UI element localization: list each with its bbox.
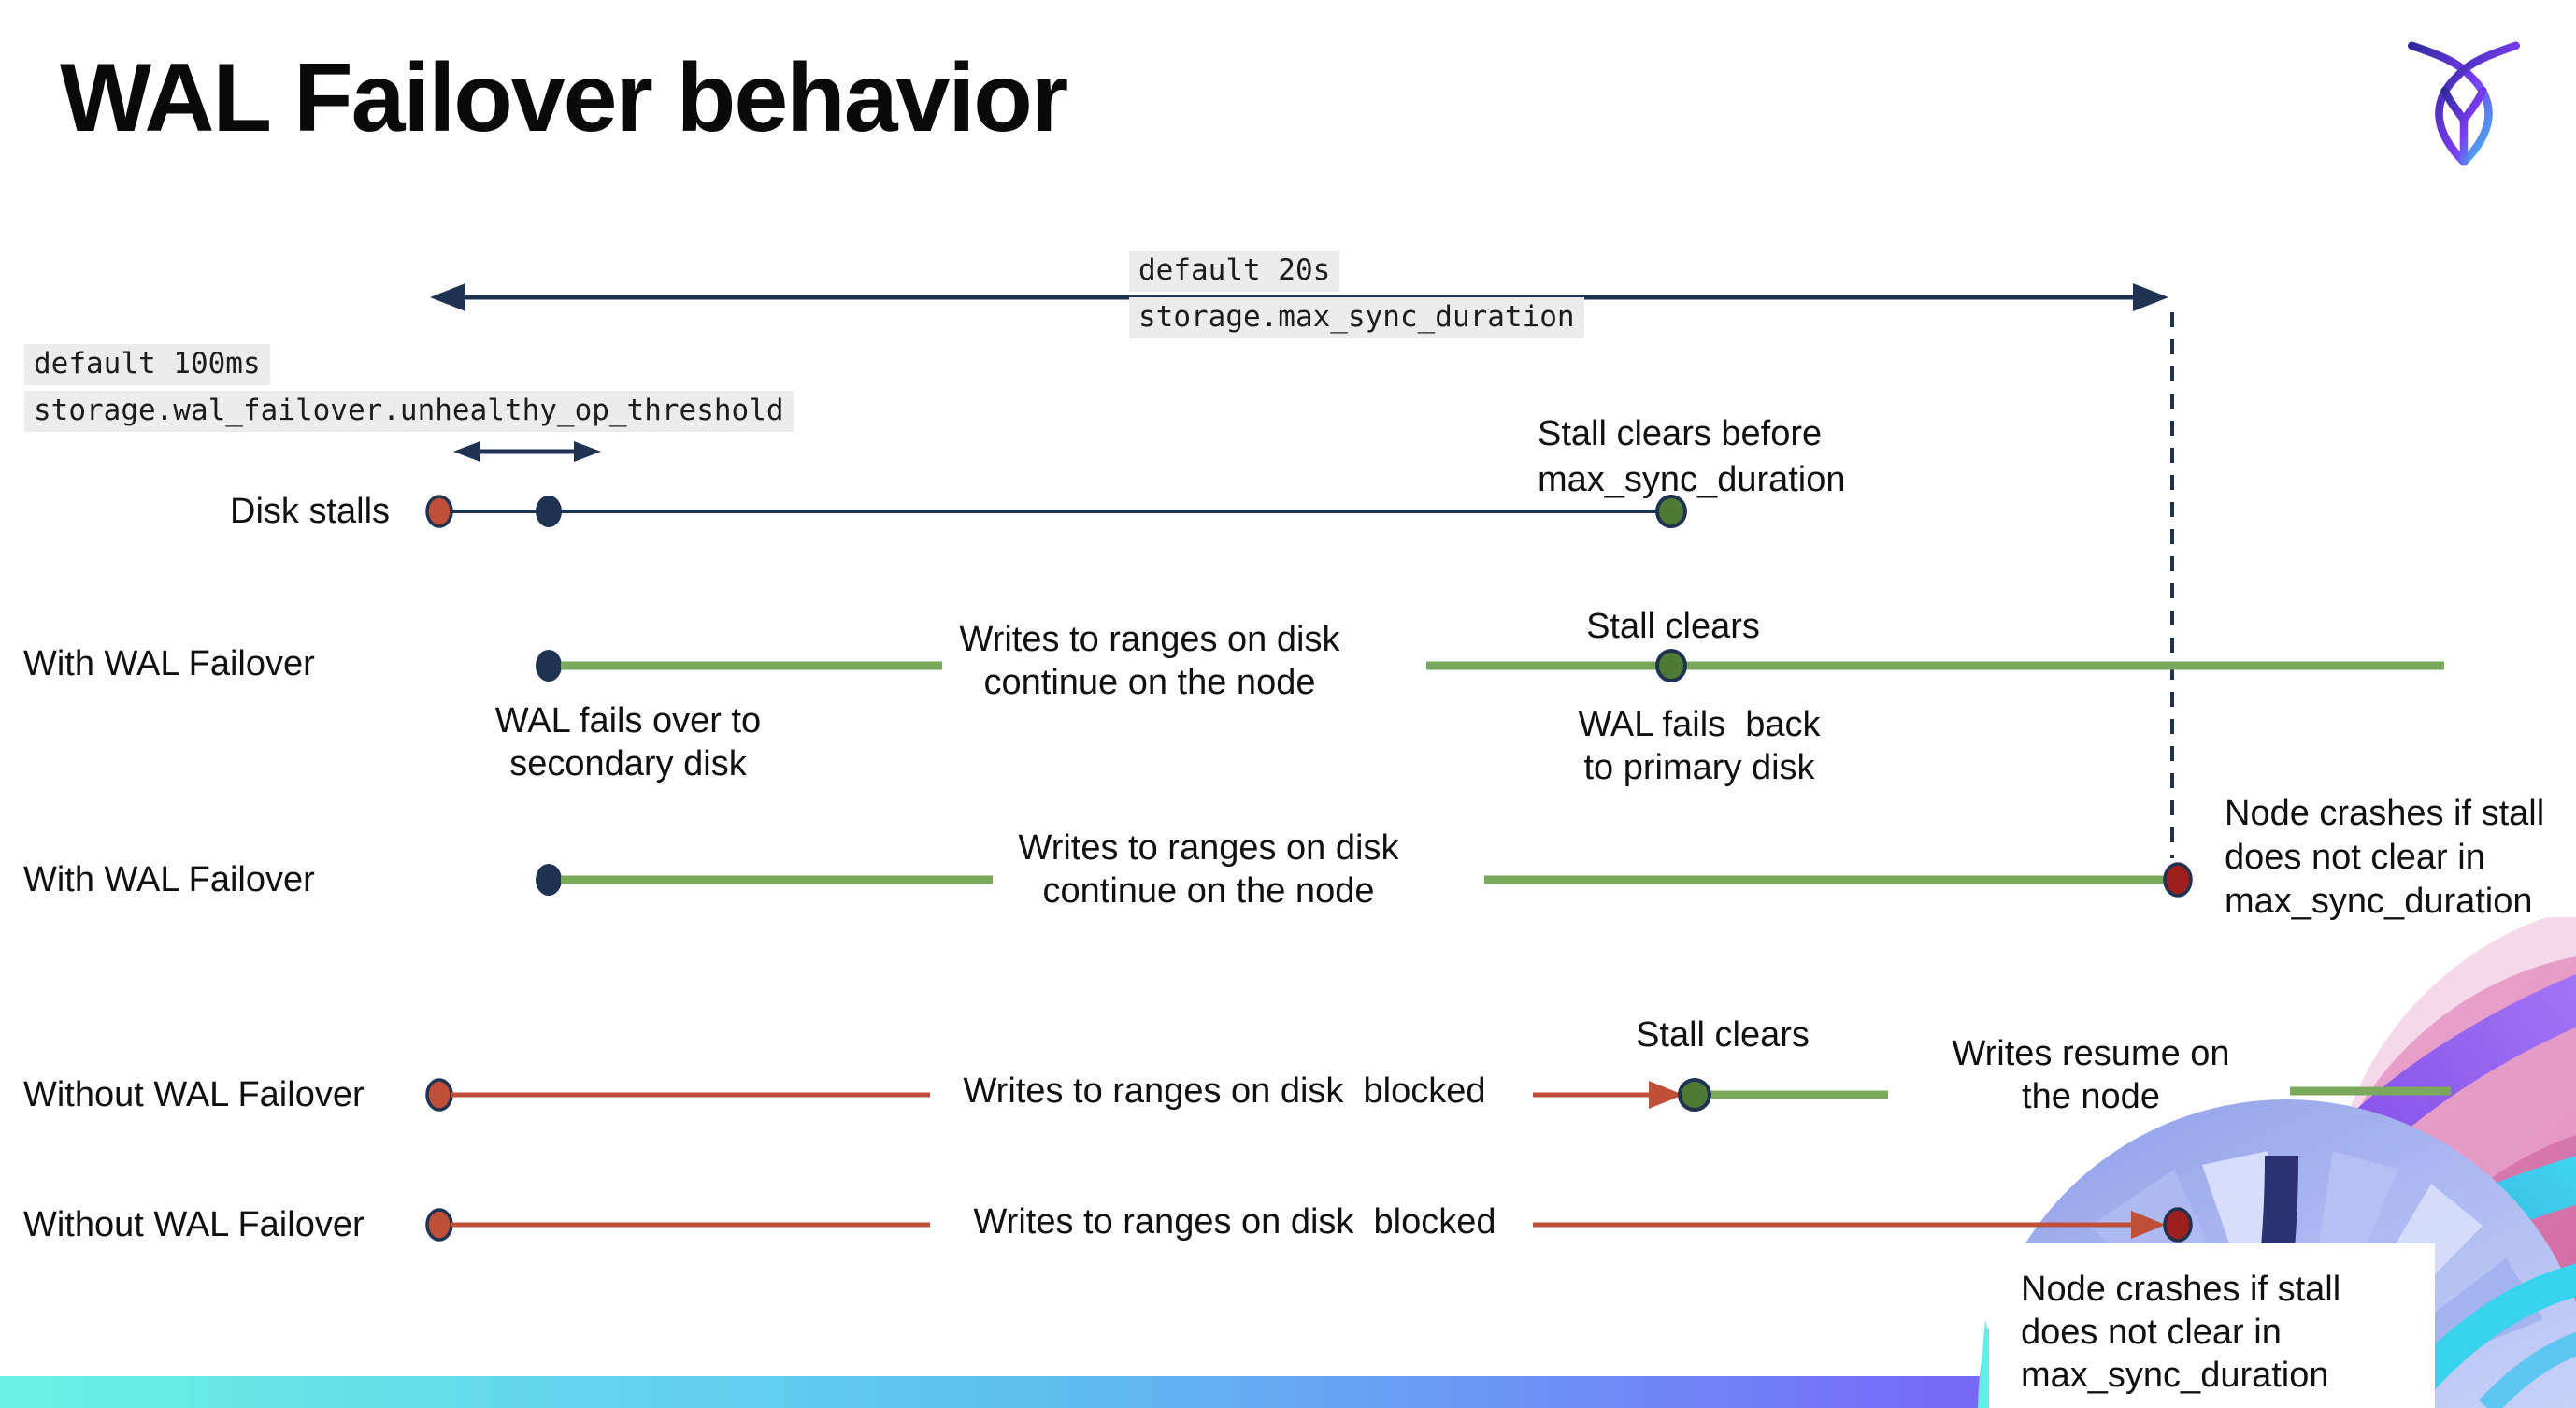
max-sync-duration-label: default 20s storage.max_sync_duration xyxy=(1129,251,1584,338)
row-label-with-wal-failover-1: With WAL Failover xyxy=(23,644,315,683)
stall-start-dot xyxy=(425,1078,453,1112)
unhealthy-op-default-value: default 100ms xyxy=(24,344,270,385)
row-label-disk-stalls: Disk stalls xyxy=(230,492,391,531)
failover-dot xyxy=(536,650,562,682)
unhealthy-op-threshold-label: default 100ms storage.wal_failover.unhea… xyxy=(24,344,794,432)
stall-clears-note-2: Stall clears xyxy=(1636,1015,1810,1055)
writes-resume-note: Writes resume on the node xyxy=(1952,1034,2230,1117)
node-crashes-note-1: Node crashes if stall does not clear in … xyxy=(2225,794,2545,922)
unhealthy-op-threshold-arrow xyxy=(453,441,601,462)
stall-clears-note-1: Stall clears xyxy=(1586,607,1760,646)
art-cyan-arc xyxy=(2479,1331,2576,1408)
writes-blocked-note-1: Writes to ranges on disk blocked xyxy=(963,1071,1486,1111)
wal-fails-over-note: WAL fails over to secondary disk xyxy=(494,701,762,784)
stall-start-dot xyxy=(425,495,453,528)
threshold-dot xyxy=(536,496,562,527)
wal-fails-back-note: WAL fails back to primary disk xyxy=(1578,705,1821,788)
stall-start-dot xyxy=(425,1208,453,1242)
red-arrowhead xyxy=(1649,1081,1683,1109)
stall-clear-dot xyxy=(1678,1078,1711,1112)
max-sync-default-value: default 20s xyxy=(1129,251,1340,292)
crash-dot xyxy=(2163,862,2193,898)
unhealthy-op-setting-name: storage.wal_failover.unhealthy_op_thresh… xyxy=(24,391,794,432)
writes-blocked-note-2: Writes to ranges on disk blocked xyxy=(973,1202,1496,1242)
stall-clear-dot xyxy=(1655,649,1687,682)
row-label-with-wal-failover-2: With WAL Failover xyxy=(23,860,315,899)
stall-clears-before-note: Stall clears before max_sync_duration xyxy=(1538,414,1846,499)
row-label-without-wal-failover-1: Without WAL Failover xyxy=(23,1075,365,1114)
failover-dot xyxy=(536,864,562,896)
writes-continue-note-1: Writes to ranges on disk continue on the… xyxy=(959,620,1340,703)
page-title: WAL Failover behavior xyxy=(60,44,1068,152)
row-label-without-wal-failover-2: Without WAL Failover xyxy=(23,1205,365,1244)
node-crashes-note-2: Node crashes if stall does not clear in … xyxy=(2021,1270,2341,1395)
max-sync-setting-name: storage.max_sync_duration xyxy=(1129,297,1584,338)
writes-continue-note-2: Writes to ranges on disk continue on the… xyxy=(1018,828,1399,912)
cockroachdb-logo-icon xyxy=(2398,34,2529,174)
crash-note-box xyxy=(1989,1243,2435,1408)
